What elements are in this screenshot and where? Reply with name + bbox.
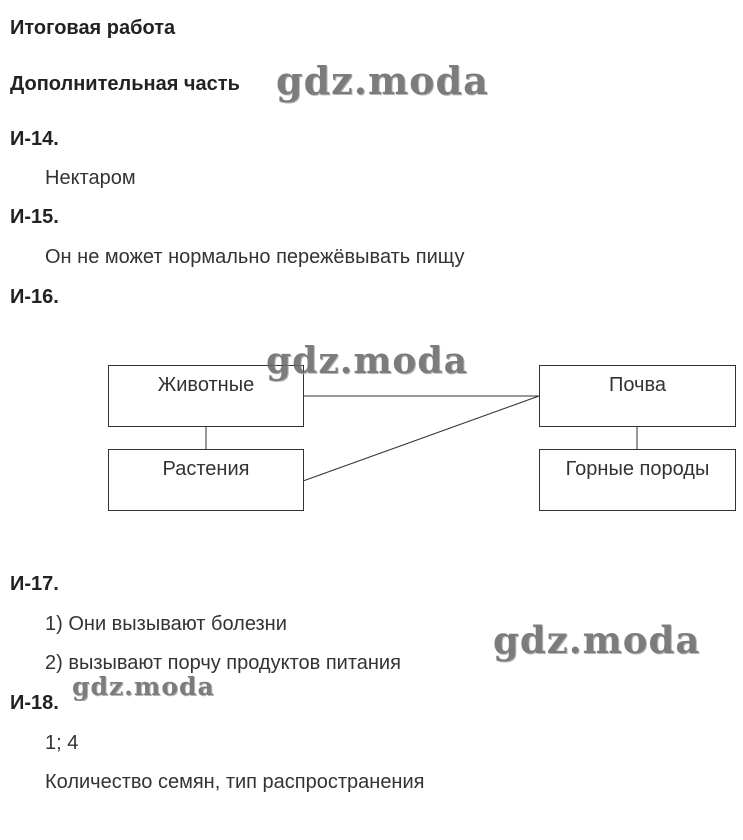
box-soil: Почва <box>539 365 736 427</box>
task-label-i14: И-14. <box>10 128 59 150</box>
box-plants-label: Растения <box>162 458 250 480</box>
box-animals: Животные <box>108 365 304 427</box>
section-subtitle: Дополнительная часть <box>10 73 240 95</box>
answer-i17-2: 2) вызывают порчу продуктов питания <box>45 652 401 674</box>
box-plants: Растения <box>108 449 304 511</box>
watermark: gdz.moda <box>72 672 215 701</box>
answer-i15: Он не может нормально пережёвывать пищу <box>45 246 465 268</box>
page-title: Итоговая работа <box>10 17 176 39</box>
task-label-i18: И-18. <box>10 692 59 714</box>
task-label-i17: И-17. <box>10 573 59 595</box>
answer-i17-1: 1) Они вызывают болезни <box>45 613 287 635</box>
task-label-i16: И-16. <box>10 286 59 308</box>
box-animals-label: Животные <box>157 374 255 396</box>
box-rocks: Горные породы <box>539 449 736 511</box>
task-label-i15: И-15. <box>10 206 59 228</box>
answer-i14: Нектаром <box>45 167 136 189</box>
answer-i18-2: Количество семян, тип распространения <box>45 771 425 793</box>
answer-i18-1: 1; 4 <box>45 732 79 754</box>
watermark: gdz.moda <box>276 58 489 103</box>
watermark: gdz.moda <box>493 618 701 662</box>
connector-plants-soil <box>302 395 540 482</box>
box-rocks-label: Горные породы <box>565 458 710 480</box>
box-soil-label: Почва <box>608 374 666 396</box>
watermark: gdz.moda <box>266 340 468 382</box>
